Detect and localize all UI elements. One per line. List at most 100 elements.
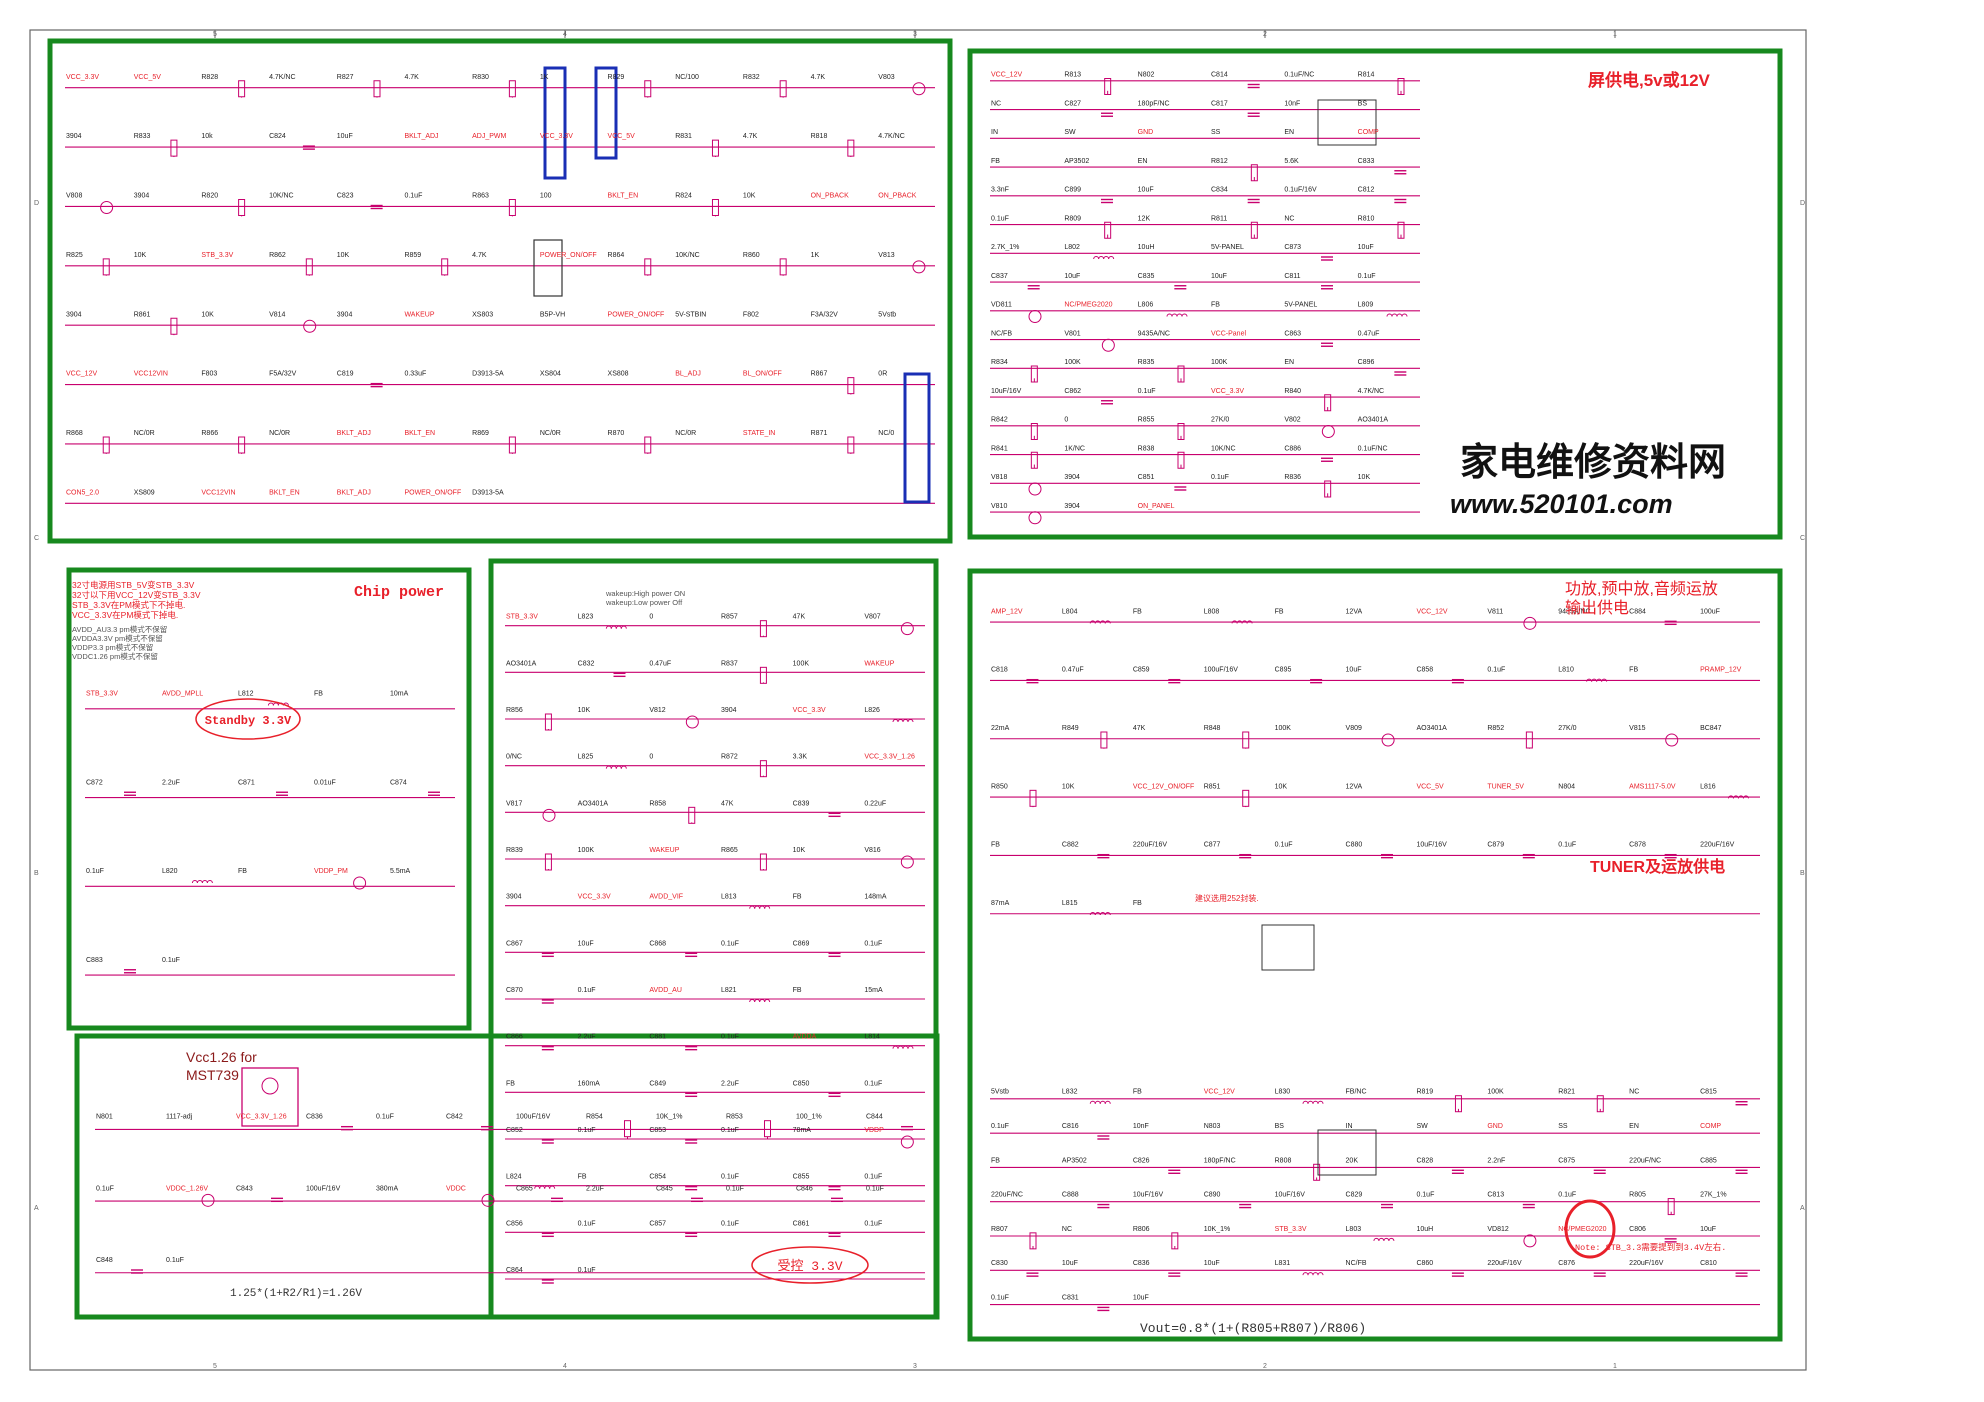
part-label: V814 [269,311,285,318]
part-label: C811 [1284,273,1300,280]
part-label: WAKEUP [864,660,894,667]
part-label: L809 [1358,302,1374,309]
part-label: 10uH [1416,1226,1433,1233]
part-label: R867 [811,371,828,378]
part-label: L823 [578,614,594,621]
part-label: STATE_IN [743,430,775,437]
part-label: 148mA [864,894,887,901]
part-label: NC/0R [675,430,696,437]
part-label: L832 [1062,1089,1078,1096]
part-label: C865 [516,1185,533,1192]
part-label: C849 [649,1080,666,1087]
part-label: L826 [864,707,880,714]
frame-vcc126 [74,1033,940,1320]
part-label: C863 [1284,330,1301,337]
part-label: 10uF/16V [1416,842,1447,849]
part-label: R852 [1487,725,1504,732]
part-label: C810 [1700,1260,1717,1267]
wake-note-0: wakeup:High power ON [605,589,685,598]
part-label: R827 [337,74,354,81]
part-label: 10uF [1346,667,1362,674]
note-252: 建议选用252封装. [1195,893,1259,903]
part-label: 3.3K [793,754,808,761]
part-label: R813 [1064,72,1081,79]
ic-n802 [1317,99,1377,146]
part-label: N803 [1204,1123,1221,1130]
part-label: R841 [991,445,1008,452]
part-label: BKLT_EN [404,430,435,437]
part-label: C878 [1629,842,1646,849]
part-label: C834 [1211,187,1228,194]
tick-top-label: 5 [213,31,217,38]
connector-xs803 [594,66,618,160]
part-label: 0.33uF [404,371,426,378]
part-label: 0/NC [506,754,522,761]
part-label: 10K [337,252,350,259]
part-label: 4.7K [404,74,419,81]
part-label: STB_3.3V [86,691,118,698]
part-label: VCC_3.3V [578,894,611,901]
part-label: VD812 [1487,1226,1509,1233]
part-label: C844 [866,1114,883,1121]
part-label: AMP_12V [991,608,1023,615]
part-label: STB_3.3V [506,614,538,621]
part-label: R853 [726,1114,743,1121]
part-label: VDDP [864,1127,884,1134]
part-label: C857 [649,1220,666,1227]
part-label: NC [1062,1226,1072,1233]
part-label: V807 [864,614,880,621]
tuner-title: TUNER及运放供电 [1590,857,1725,876]
watermark-cn: 家电维修资料网 [1460,442,1726,484]
part-label: AO3401A [1416,725,1447,732]
part-label: FB/NC [1346,1089,1367,1096]
part-label: C843 [236,1185,253,1192]
part-label: 0.1uF [1558,842,1576,849]
part-label: 3904 [1064,474,1080,481]
part-label: 220uF/16V [1700,842,1735,849]
part-label: VCC_3.3V [1211,388,1244,395]
part-label: R851 [1204,783,1221,790]
part-label: 10uF [1211,273,1227,280]
part-label: V803 [878,74,894,81]
part-label: R865 [721,847,738,854]
chip-note2-0: AVDD_AU3.3 pm模式不保留 [72,624,167,634]
part-label: NC/0R [134,430,155,437]
part-label: 0.1uF/NC [1284,72,1314,79]
part-label: C864 [506,1267,523,1274]
part-label: 1K/NC [1064,445,1085,452]
wiring [65,80,1760,1306]
part-label: L810 [1558,667,1574,674]
part-label: 2.2nF [1487,1157,1505,1164]
part-label: R862 [269,252,286,259]
part-label: NC [1629,1089,1639,1096]
part-label: 47K [793,614,806,621]
part-label: IN [1346,1123,1353,1130]
part-label: FB [506,1080,515,1087]
part-label: 3904 [66,133,82,140]
part-label: EN [1138,158,1148,165]
part-label: C873 [1284,244,1301,251]
part-label: V810 [991,503,1007,510]
part-label: 0.1uF [721,1034,739,1041]
part-label: 220uF/NC [991,1192,1023,1199]
part-label: R863 [472,193,489,200]
part-label: 4.7K [472,252,487,259]
part-label: R808 [1275,1157,1292,1164]
part-label: 3904 [66,311,82,318]
part-label: FB [793,987,802,994]
part-label: XS803 [472,311,493,318]
tick-left-label: A [34,1205,39,1212]
part-label: NC/0 [878,430,894,437]
part-label: 10K [1062,783,1075,790]
part-label: 10uF [1138,187,1154,194]
part-label: 0.1uF [726,1185,744,1192]
part-label: AO3401A [506,660,537,667]
part-label: R805 [1629,1192,1646,1199]
part-label: L808 [1204,608,1220,615]
part-label: 1K [811,252,820,259]
part-label: C879 [1487,842,1504,849]
part-label: NC/PMEG2020 [1558,1226,1606,1233]
part-label: L802 [1064,244,1080,251]
part-label: C818 [991,667,1008,674]
